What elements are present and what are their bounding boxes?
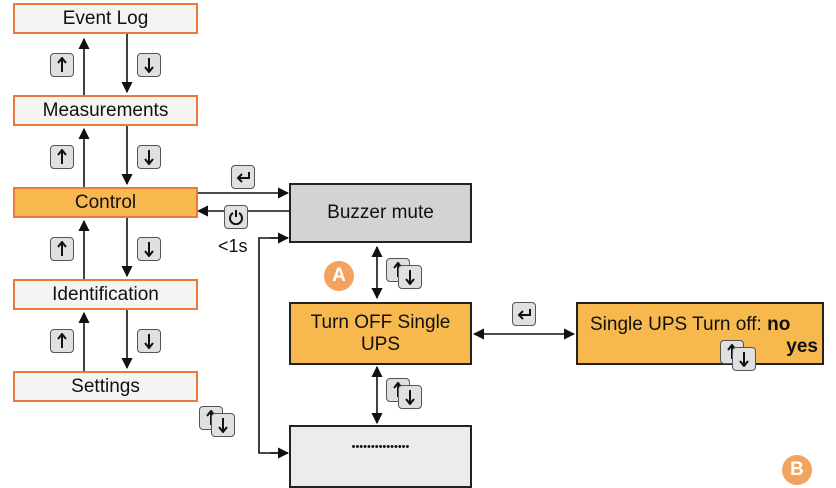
enter-key-icon — [231, 165, 255, 189]
arrow-up-key-icon — [50, 145, 74, 169]
arrow-down-key-icon — [732, 347, 756, 371]
next-menu-screen[interactable]: ••••••••••••••• — [289, 425, 472, 488]
option-no: no — [767, 314, 791, 335]
menu-item-label: Control — [74, 191, 137, 213]
menu-item-label: Event Log — [62, 7, 149, 29]
screen-label-line1: Turn OFF Single — [310, 311, 451, 333]
badge-b: B — [782, 455, 812, 485]
arrow-up-key-icon — [50, 237, 74, 261]
arrow-down-key-icon — [211, 413, 235, 437]
up-down-keys — [720, 340, 756, 372]
menu-item-identification[interactable]: Identification — [13, 279, 198, 310]
dots-placeholder: ••••••••••••••• — [351, 441, 410, 453]
menu-item-measurements[interactable]: Measurements — [13, 95, 198, 126]
confirm-content: Single UPS Turn off: no yes — [590, 314, 820, 360]
screen-label: Buzzer mute — [327, 202, 434, 224]
arrow-down-key-icon — [398, 265, 422, 289]
turn-off-single-ups-screen[interactable]: Turn OFF Single UPS — [289, 302, 472, 365]
arrow-down-key-icon — [137, 145, 161, 169]
option-yes: yes — [786, 336, 818, 357]
up-down-keys — [386, 378, 422, 410]
confirm-prompt: Single UPS Turn off: — [590, 314, 762, 335]
menu-item-event-log[interactable]: Event Log — [13, 3, 198, 34]
enter-key-icon — [512, 302, 536, 326]
up-down-keys — [386, 258, 422, 290]
confirm-turn-off-screen[interactable]: Single UPS Turn off: no yes — [576, 302, 824, 365]
arrow-up-key-icon — [50, 329, 74, 353]
screen-label-line2: UPS — [360, 333, 401, 355]
buzzer-mute-screen[interactable]: Buzzer mute — [289, 183, 472, 243]
badge-a: A — [324, 261, 354, 291]
arrow-down-key-icon — [398, 385, 422, 409]
menu-item-label: Settings — [71, 375, 140, 397]
menu-item-control[interactable]: Control — [13, 187, 198, 218]
arrow-down-key-icon — [137, 53, 161, 77]
arrow-down-key-icon — [137, 237, 161, 261]
arrow-down-key-icon — [137, 329, 161, 353]
arrow-up-key-icon — [50, 53, 74, 77]
power-key-icon — [224, 205, 248, 229]
menu-item-settings[interactable]: Settings — [13, 371, 198, 402]
menu-item-label: Identification — [52, 283, 159, 305]
menu-item-label: Measurements — [42, 99, 169, 121]
up-down-keys — [199, 406, 235, 438]
timing-label: <1s — [218, 236, 248, 256]
